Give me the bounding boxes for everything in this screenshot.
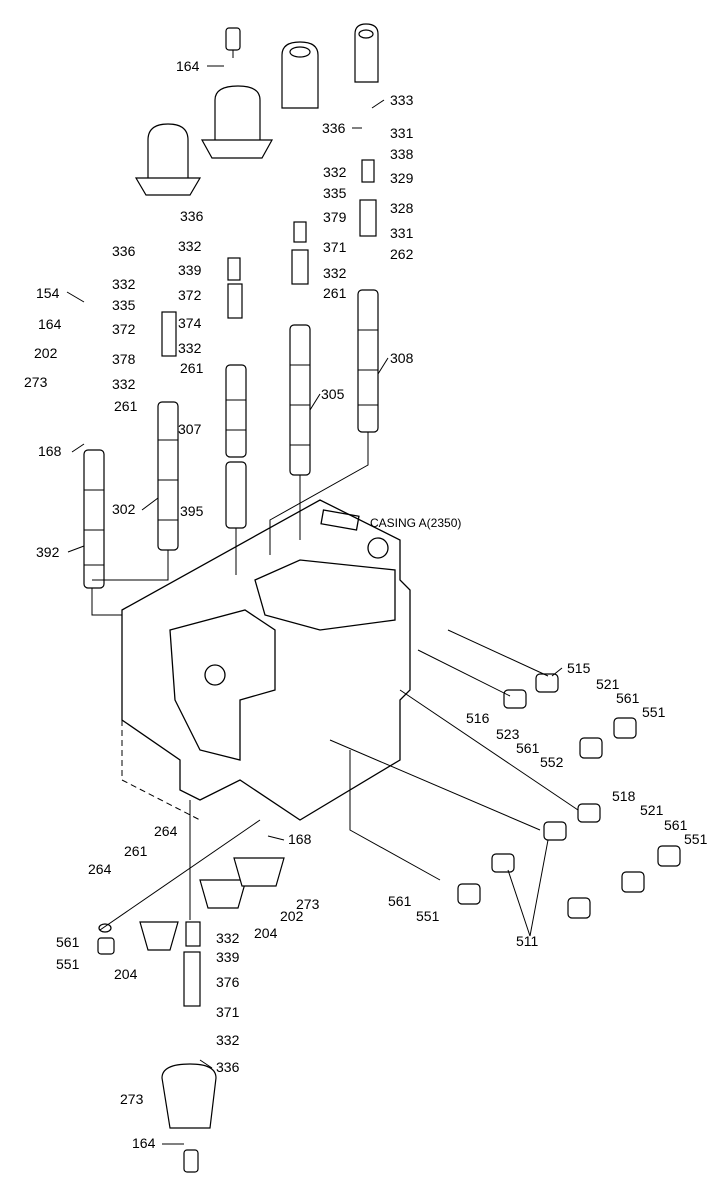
label-516: 516 <box>466 710 490 726</box>
label-164b: 164 <box>38 316 62 332</box>
casing-body <box>121 499 411 821</box>
spool-302 <box>157 401 179 551</box>
label-332b: 332 <box>323 265 347 281</box>
label-302: 302 <box>112 501 136 517</box>
spool-395 <box>225 461 247 529</box>
label-372b: 372 <box>112 321 136 337</box>
label-332h: 332 <box>216 1032 240 1048</box>
label-273b: 273 <box>296 896 320 912</box>
casing-label: CASING A(2350) <box>370 516 461 530</box>
label-264b: 264 <box>88 861 112 877</box>
label-371: 371 <box>323 239 347 255</box>
label-168: 168 <box>38 443 62 459</box>
label-392: 392 <box>36 544 60 560</box>
label-164c: 164 <box>132 1135 156 1151</box>
bottom-assembly <box>97 857 285 1173</box>
label-261: 261 <box>323 285 347 301</box>
label-339: 339 <box>178 262 202 278</box>
right-side-plugs <box>457 673 681 919</box>
spool-307 <box>225 364 247 458</box>
label-561d: 561 <box>388 893 412 909</box>
label-371b: 371 <box>216 1004 240 1020</box>
label-515: 515 <box>567 660 591 676</box>
label-273c: 273 <box>120 1091 144 1107</box>
label-336: 336 <box>322 120 346 136</box>
label-261d: 261 <box>124 843 148 859</box>
label-154: 154 <box>36 285 60 301</box>
label-202: 202 <box>34 345 58 361</box>
label-204b: 204 <box>254 925 278 941</box>
solenoid-body-2 <box>134 123 202 196</box>
solenoid-cap-2 <box>354 23 379 83</box>
label-204: 204 <box>114 966 138 982</box>
solenoid-cap-1 <box>281 41 319 109</box>
label-332d: 332 <box>178 340 202 356</box>
label-164: 164 <box>176 58 200 74</box>
label-523: 523 <box>496 726 520 742</box>
label-551c: 551 <box>416 908 440 924</box>
label-335b: 335 <box>112 297 136 313</box>
label-561: 561 <box>616 690 640 706</box>
label-395: 395 <box>180 503 204 519</box>
label-521: 521 <box>596 676 620 692</box>
label-376: 376 <box>216 974 240 990</box>
label-552: 552 <box>540 754 564 770</box>
label-561b: 561 <box>516 740 540 756</box>
solenoid-body-1 <box>200 85 274 159</box>
label-521b: 521 <box>640 802 664 818</box>
label-378: 378 <box>112 351 136 367</box>
label-335: 335 <box>323 185 347 201</box>
label-336c: 336 <box>112 243 136 259</box>
leader-lines <box>66 65 563 1145</box>
label-551d: 551 <box>56 956 80 972</box>
label-331: 331 <box>390 125 414 141</box>
label-333: 333 <box>390 92 414 108</box>
label-264: 264 <box>154 823 178 839</box>
label-338: 338 <box>390 146 414 162</box>
label-332e: 332 <box>112 276 136 292</box>
label-168b: 168 <box>288 831 312 847</box>
label-332f: 332 <box>112 376 136 392</box>
label-332c: 332 <box>178 238 202 254</box>
label-273: 273 <box>24 374 48 390</box>
label-332g: 332 <box>216 930 240 946</box>
routing-lines <box>91 432 579 931</box>
label-261b: 261 <box>180 360 204 376</box>
label-511: 511 <box>516 933 539 949</box>
label-305: 305 <box>321 386 345 402</box>
label-328: 328 <box>390 200 414 216</box>
label-332: 332 <box>323 164 347 180</box>
label-379: 379 <box>323 209 347 225</box>
label-551: 551 <box>642 704 666 720</box>
label-372: 372 <box>178 287 202 303</box>
spool-392 <box>83 449 105 589</box>
label-331b: 331 <box>390 225 414 241</box>
part-labels: 164 336 333 331 338 329 328 331 262 332 … <box>24 58 708 1151</box>
label-307: 307 <box>178 421 202 437</box>
label-374: 374 <box>178 315 202 331</box>
label-329: 329 <box>390 170 414 186</box>
label-339b: 339 <box>216 949 240 965</box>
springs-top <box>161 159 377 357</box>
label-262: 262 <box>390 246 414 262</box>
label-202b: 202 <box>280 908 304 924</box>
label-561e: 561 <box>56 934 80 950</box>
label-308: 308 <box>390 350 414 366</box>
label-551b: 551 <box>684 831 708 847</box>
label-336b: 336 <box>180 208 204 224</box>
label-561c: 561 <box>664 817 688 833</box>
spool-305 <box>289 324 311 476</box>
solenoid-top-small <box>225 27 241 58</box>
label-336d: 336 <box>216 1059 240 1075</box>
spool-308 <box>357 289 379 433</box>
label-518: 518 <box>612 788 636 804</box>
label-261c: 261 <box>114 398 138 414</box>
